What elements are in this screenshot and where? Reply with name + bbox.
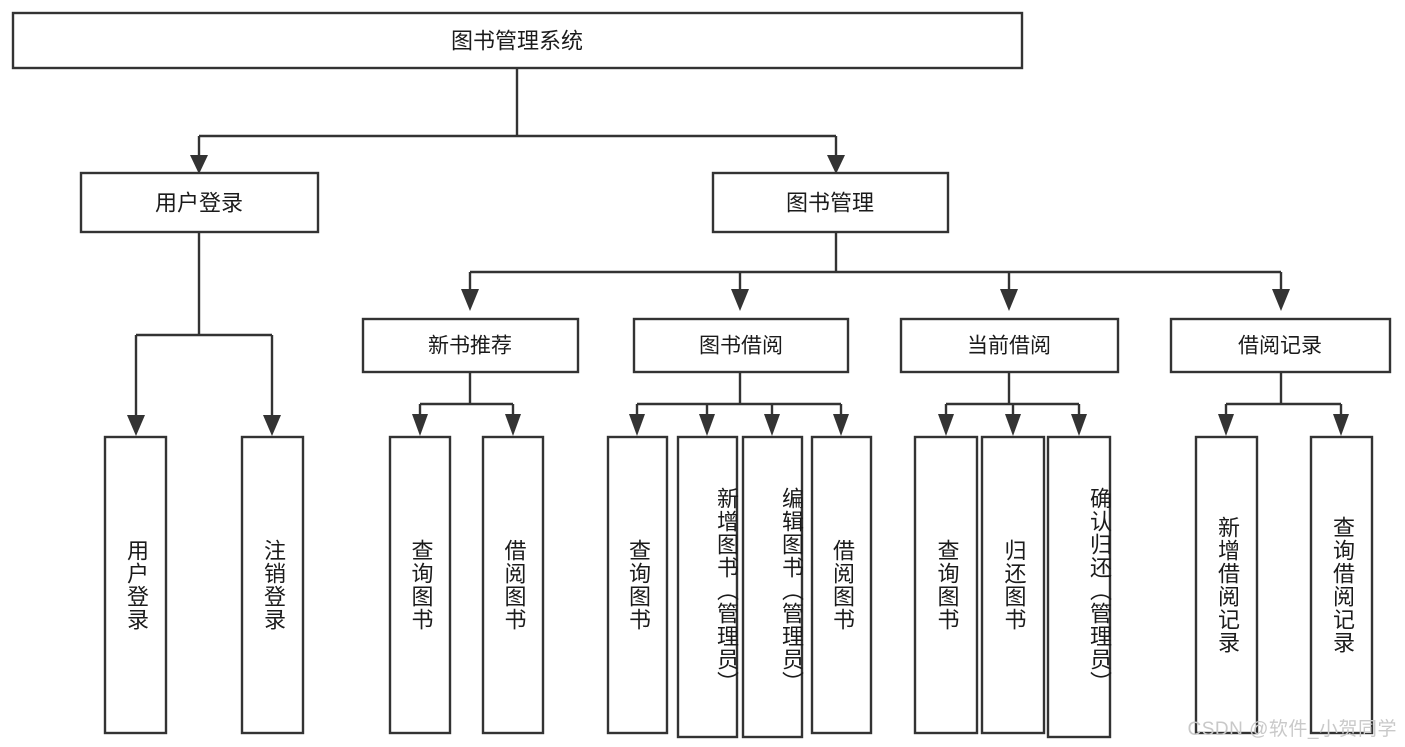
node-user-login-label: 用户登录 bbox=[155, 191, 243, 216]
leafbox-confirm-return[interactable] bbox=[1046, 435, 1112, 739]
arrowhead-leaf-user-login bbox=[127, 415, 145, 436]
node-book-manage-label: 图书管理 bbox=[786, 191, 874, 216]
arrowhead-leaf-query-book-1 bbox=[412, 414, 428, 436]
arrowhead-leaf-edit-book bbox=[764, 414, 780, 436]
arrowhead-leaf-confirm-return bbox=[1071, 414, 1087, 436]
leafbox-logout[interactable] bbox=[240, 435, 305, 735]
leafbox-query-book-2[interactable] bbox=[606, 435, 669, 735]
arrowhead-leaf-logout bbox=[263, 415, 281, 436]
arrowhead-leaf-query-book-3 bbox=[938, 414, 954, 436]
arrowhead-current-borrow bbox=[1000, 289, 1018, 311]
node-root[interactable]: 图书管理系统 bbox=[11, 11, 1024, 70]
node-borrow-record-box[interactable] bbox=[1169, 317, 1392, 374]
arrowhead-user-login bbox=[190, 155, 208, 174]
node-current-borrow-box[interactable] bbox=[899, 317, 1120, 374]
arrowhead-new-book-rec bbox=[461, 289, 479, 311]
leafbox-borrow-book-2[interactable] bbox=[810, 435, 873, 735]
leafbox-query-book-1[interactable] bbox=[388, 435, 452, 735]
leafbox-query-book-3[interactable] bbox=[913, 435, 979, 735]
arrowhead-leaf-query-record bbox=[1333, 414, 1349, 436]
node-book-borrow-box[interactable] bbox=[632, 317, 850, 374]
arrowhead-leaf-add-book bbox=[699, 414, 715, 436]
leafbox-add-record[interactable] bbox=[1194, 435, 1259, 735]
arrowhead-leaf-add-record bbox=[1218, 414, 1234, 436]
node-new-book-rec-box[interactable] bbox=[361, 317, 580, 374]
csdn-watermark: CSDN @软件_小贺同学 bbox=[1187, 719, 1397, 740]
arrowhead-leaf-return-book bbox=[1005, 414, 1021, 436]
arrowhead-leaf-query-book-2 bbox=[629, 414, 645, 436]
leafbox-borrow-book-1[interactable] bbox=[481, 435, 545, 735]
leafbox-return-book[interactable] bbox=[980, 435, 1046, 735]
node-current-borrow[interactable]: 当前借阅 bbox=[899, 317, 1120, 374]
node-book-borrow[interactable]: 图书借阅 bbox=[632, 317, 850, 374]
leafbox-add-book[interactable] bbox=[676, 435, 739, 739]
node-borrow-record-label: 借阅记录 bbox=[1238, 335, 1322, 358]
node-book-manage-box[interactable] bbox=[711, 171, 950, 234]
leafbox-query-record[interactable] bbox=[1309, 435, 1374, 735]
node-root-label: 图书管理系统 bbox=[451, 29, 583, 54]
node-root-box[interactable] bbox=[11, 11, 1024, 70]
arrowhead-borrow-record bbox=[1272, 289, 1290, 311]
arrowhead-book-borrow bbox=[731, 289, 749, 311]
node-current-borrow-label: 当前借阅 bbox=[967, 335, 1051, 358]
node-layer: 图书管理系统 用户登录 图书管理 新书推荐 图书借阅 当前借阅 bbox=[11, 11, 1392, 739]
node-book-manage[interactable]: 图书管理 bbox=[711, 171, 950, 234]
arrowhead-leaf-borrow-book-1 bbox=[505, 414, 521, 436]
node-new-book-rec[interactable]: 新书推荐 bbox=[361, 317, 580, 374]
node-user-login-box[interactable] bbox=[79, 171, 320, 234]
node-user-login[interactable]: 用户登录 bbox=[79, 171, 320, 234]
leafbox-edit-book[interactable] bbox=[741, 435, 804, 739]
node-book-borrow-label: 图书借阅 bbox=[699, 335, 783, 358]
leafbox-user-login[interactable] bbox=[103, 435, 168, 735]
arrowhead-book-manage bbox=[827, 155, 845, 174]
node-new-book-rec-label: 新书推荐 bbox=[428, 335, 512, 358]
node-borrow-record[interactable]: 借阅记录 bbox=[1169, 317, 1392, 374]
arrowhead-leaf-borrow-book-2 bbox=[833, 414, 849, 436]
connector-layer bbox=[127, 68, 1349, 436]
